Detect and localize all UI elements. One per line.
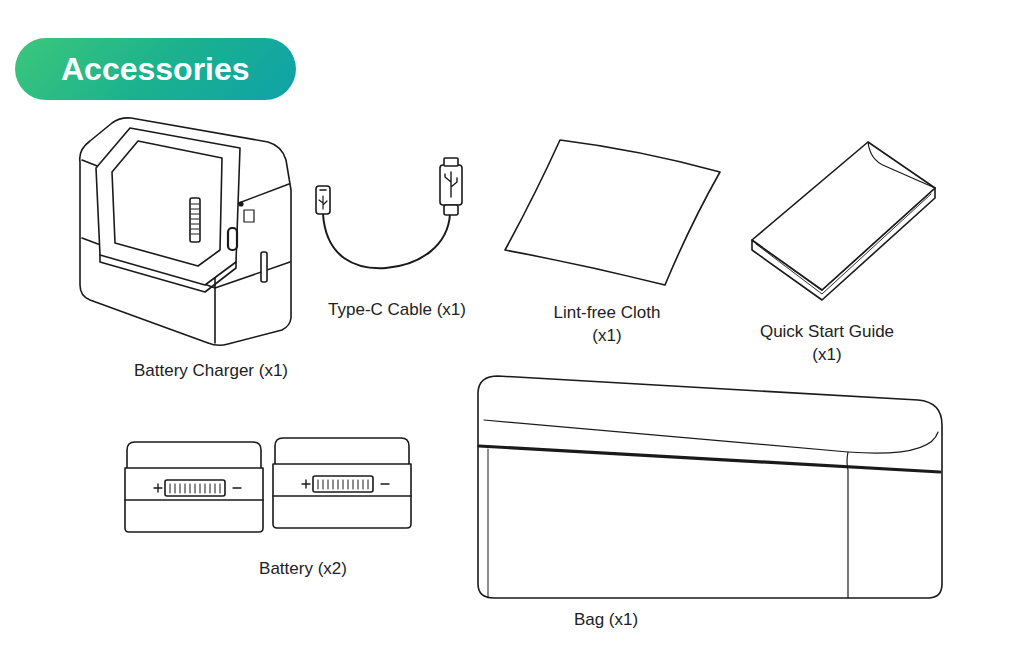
lint-free-cloth-drawing bbox=[505, 140, 720, 285]
item-caption: Bag (x1) bbox=[546, 608, 666, 631]
item-caption: Quick Start Guide (x1) bbox=[745, 320, 910, 366]
caption-box: Battery Charger (x1) bbox=[101, 359, 321, 382]
item-caption: Type-C Cable (x1) bbox=[297, 298, 497, 321]
bag-drawing bbox=[478, 376, 942, 598]
battery-drawing bbox=[273, 438, 411, 528]
item-caption: Lint-free Cloth (x1) bbox=[542, 301, 672, 347]
caption-box: Type-C Cable (x1) bbox=[297, 298, 497, 321]
caption-box: Bag (x1) bbox=[546, 608, 666, 631]
item-caption: Battery Charger (x1) bbox=[101, 359, 321, 382]
caption-box: Quick Start Guide (x1) bbox=[745, 320, 910, 366]
title: Accessories bbox=[15, 38, 296, 100]
caption-box: Battery (x2) bbox=[223, 557, 383, 580]
type-c-cable-drawing bbox=[316, 158, 462, 268]
caption-box: Lint-free Cloth (x1) bbox=[542, 301, 672, 347]
battery-charger-drawing bbox=[80, 118, 291, 345]
battery-drawing bbox=[125, 442, 263, 532]
title-pill: Accessories bbox=[15, 38, 296, 100]
quick-start-guide-drawing bbox=[752, 142, 935, 300]
item-caption: Battery (x2) bbox=[223, 557, 383, 580]
